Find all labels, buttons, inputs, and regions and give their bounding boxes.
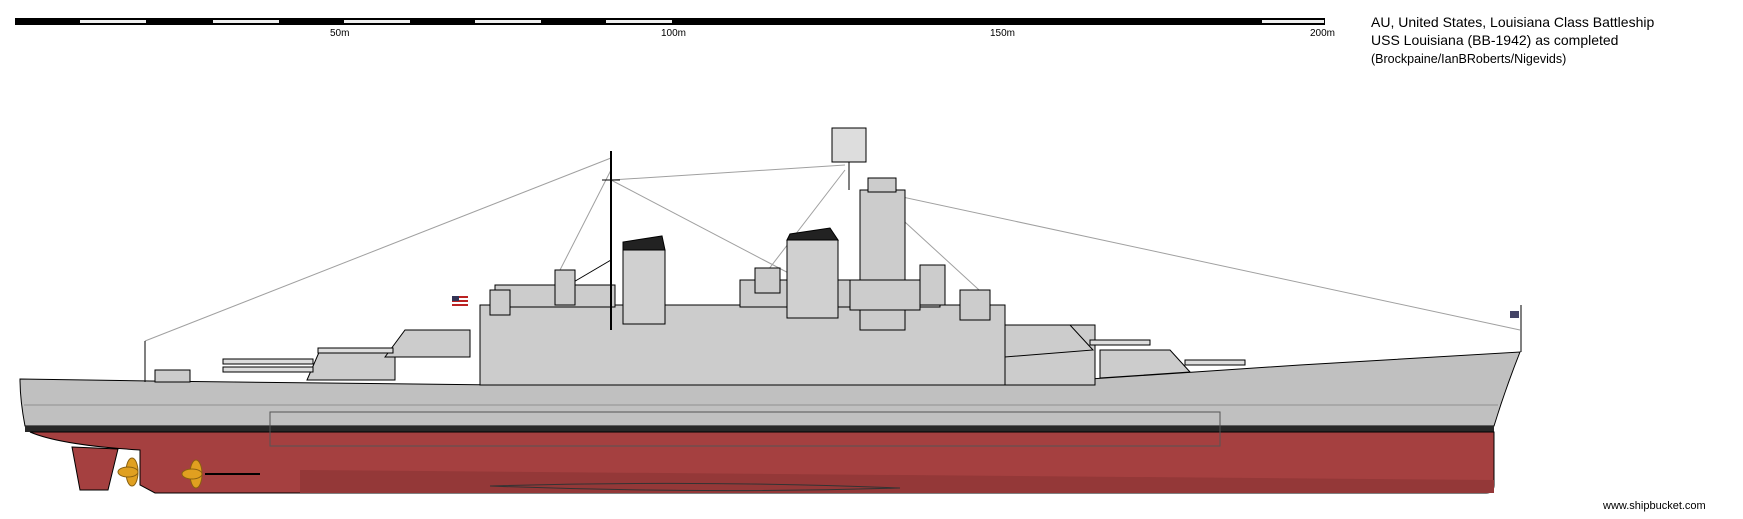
watermark: www.shipbucket.com bbox=[1603, 500, 1706, 512]
propeller-icon bbox=[117, 457, 203, 489]
scale-label-200m: 200m bbox=[1310, 28, 1336, 39]
scale-label-100m: 100m bbox=[661, 28, 687, 39]
aft-funnel bbox=[622, 249, 666, 325]
hull bbox=[19, 351, 1521, 494]
main-deckhouse bbox=[479, 304, 1006, 386]
turret-3 bbox=[306, 349, 396, 381]
scale-label-50m: 50m bbox=[330, 28, 350, 39]
fore-funnel bbox=[786, 239, 839, 319]
ship-name-title: USS Louisiana (BB-1942) as completed bbox=[1371, 32, 1619, 48]
ship-class-title: AU, United States, Louisiana Class Battl… bbox=[1371, 14, 1655, 30]
scale-label-150m: 150m bbox=[990, 28, 1016, 39]
turret-2 bbox=[1004, 324, 1095, 358]
scale-bar bbox=[15, 18, 1325, 25]
turret-1 bbox=[1099, 349, 1192, 379]
jack-flag-icon bbox=[1510, 311, 1519, 318]
hull-above-waterline bbox=[19, 351, 1521, 427]
turret-2-aft bbox=[384, 329, 471, 358]
rudder bbox=[71, 446, 119, 491]
credits: (Brockpaine/IanBRoberts/Nigevids) bbox=[1371, 52, 1567, 66]
ensign-flag-icon bbox=[452, 296, 468, 306]
superstructure bbox=[144, 127, 1522, 386]
boot-top bbox=[25, 426, 1494, 432]
radar-antenna bbox=[831, 127, 867, 163]
